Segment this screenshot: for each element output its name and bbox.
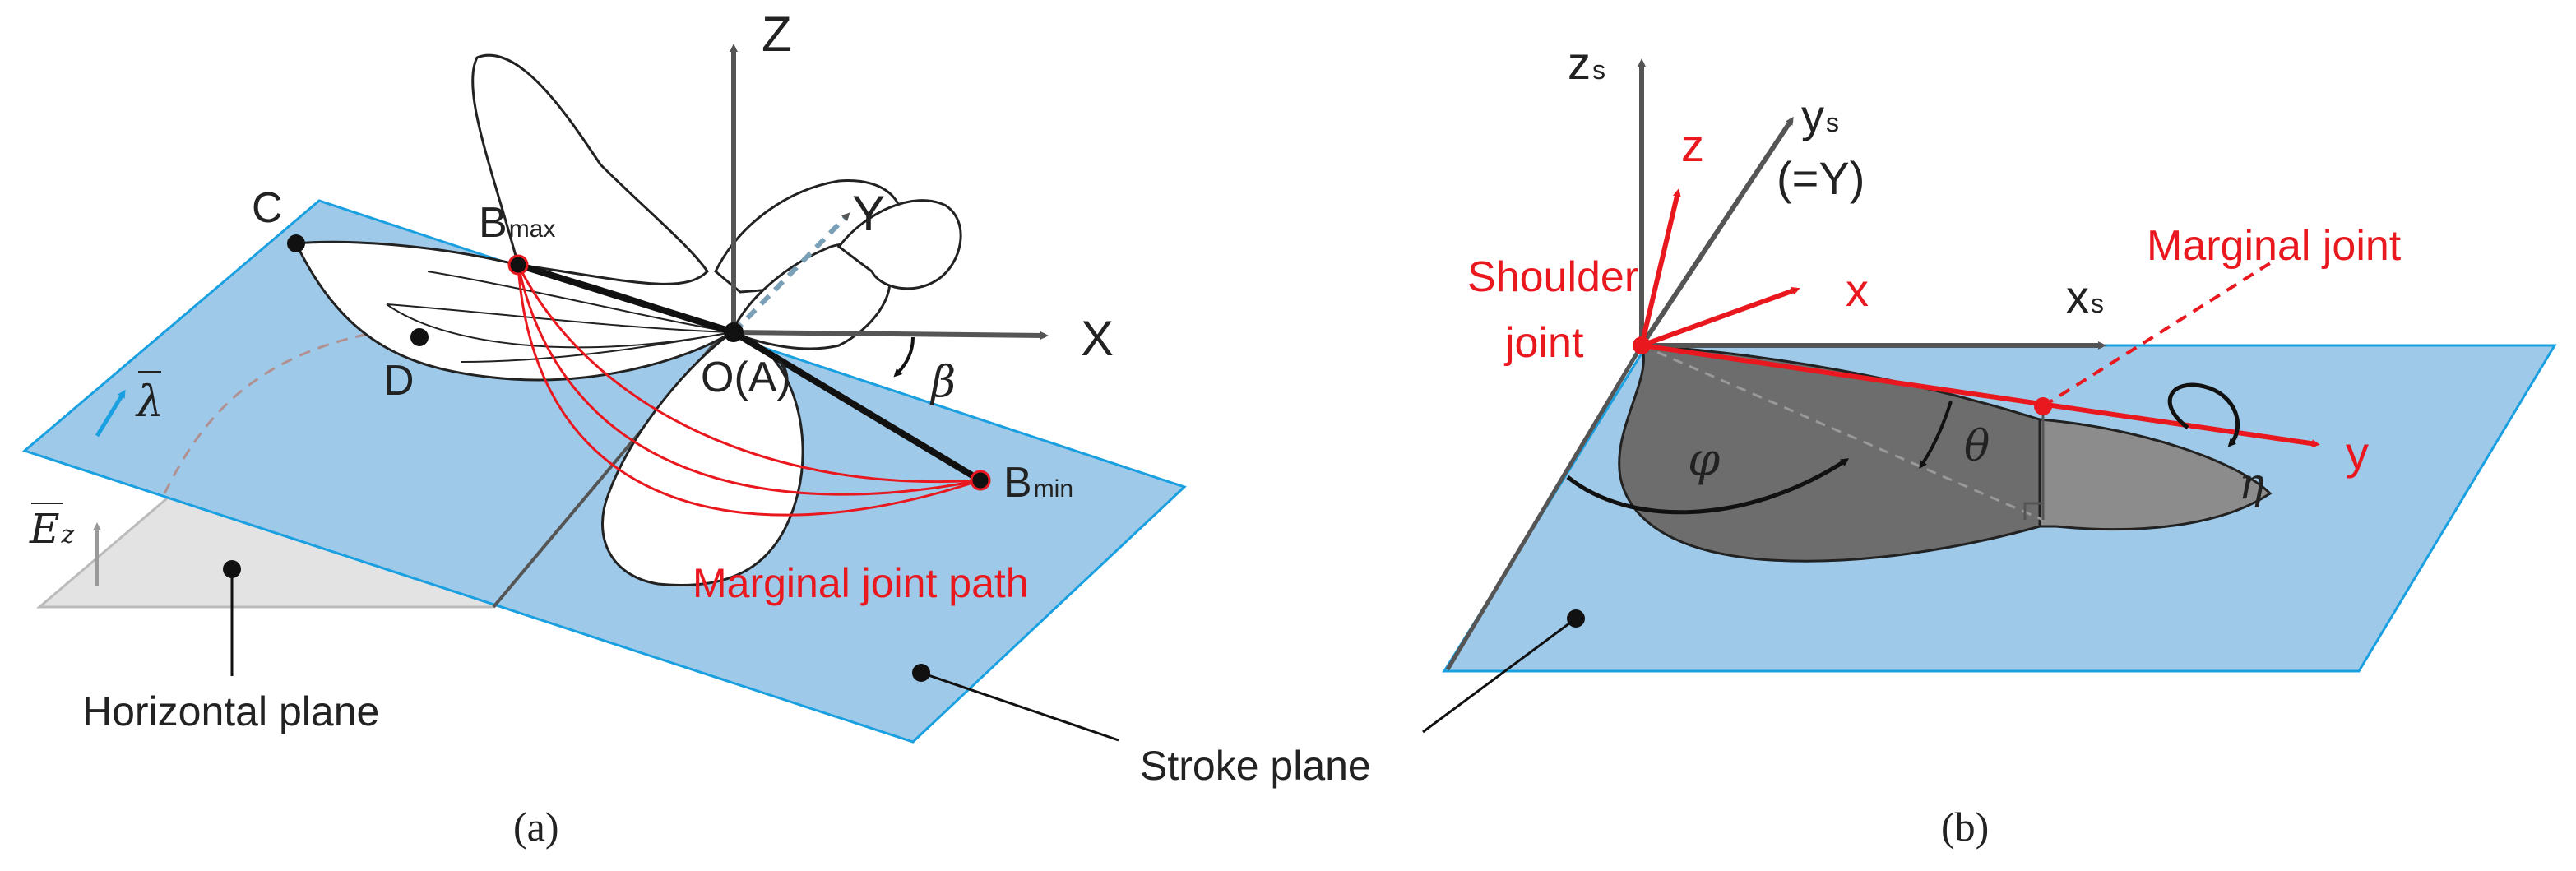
ys-label: ys: [1801, 90, 1839, 141]
insect-head-outline: [836, 199, 962, 290]
point-bmin-label: Bmin: [1003, 459, 1073, 507]
plane-left-edge: [1445, 344, 1644, 671]
bmax-line: [517, 262, 735, 336]
panel-a: Z Y X C D Bmax O(A) β Bmin λ Ez Marginal…: [21, 7, 1187, 850]
marginal-joint-path-curve-2: [517, 264, 981, 484]
upper-wing-outline: [471, 53, 709, 285]
theta-label: θ: [1964, 422, 1990, 471]
wing-veins: [386, 271, 733, 363]
beta-angle-arrow: [893, 336, 915, 378]
body-y-label: y: [2346, 427, 2369, 479]
horizontal-plane-label: Horizontal plane: [82, 688, 379, 734]
ys-equals-label: (=Y): [1777, 152, 1865, 204]
ez-label: Ez: [29, 505, 75, 553]
projection-dashed-line: [163, 329, 387, 494]
marginal-joint-label: Marginal joint: [2147, 222, 2402, 270]
point-bmax-dot: [507, 254, 529, 276]
marginal-joint-leader: [2041, 262, 2272, 408]
caption-a: (a): [513, 804, 559, 850]
wing-light-shape: [2038, 418, 2273, 531]
lower-wing-outline: [601, 331, 804, 586]
stroke-plane-label: Stroke plane: [1140, 743, 1371, 789]
eta-label: η: [2239, 460, 2264, 509]
stroke-plane-leader-a: [920, 671, 1119, 742]
phi-label: φ: [1688, 433, 1720, 487]
phi-angle-arrow: [1566, 458, 1850, 515]
lambda-arrow: [95, 389, 126, 438]
eta-rotation-arrow: [2167, 382, 2240, 447]
body-x-label: x: [1846, 264, 1869, 316]
point-d-dot: [410, 328, 429, 346]
x-axis-a: [733, 330, 1049, 340]
point-bmin-dot: [970, 470, 991, 491]
point-d-label: D: [383, 357, 415, 405]
origin-label: O(A): [701, 354, 791, 401]
point-c-dot: [287, 234, 305, 252]
shoulder-joint-label-line2: joint: [1503, 319, 1584, 367]
axis-x-label-a: X: [1081, 311, 1114, 366]
point-bmax-label: Bmax: [479, 199, 555, 247]
caption-b: (b): [1941, 804, 1989, 850]
zs-label: zs: [1568, 37, 1605, 89]
point-c-label: C: [252, 184, 283, 232]
marginal-joint-dot: [2034, 397, 2052, 415]
shoulder-joint-label-line1: Shoulder: [1467, 253, 1638, 301]
beta-label: β: [929, 358, 956, 407]
axis-z-label-a: Z: [762, 7, 792, 62]
y-axis-a: [731, 212, 850, 335]
body-z-label: z: [1681, 119, 1704, 171]
body-z-axis: [1639, 188, 1681, 346]
body-y-axis: [1641, 343, 2320, 448]
panel-b: zs ys (=Y) xs z x y Shoulder joint Margi…: [1422, 37, 2557, 850]
body-x-axis: [1640, 286, 1800, 348]
right-angle-mark: [2023, 502, 2043, 520]
shoulder-joint-dot: [1633, 336, 1651, 354]
hinge-dashed-line: [1641, 344, 2044, 521]
theta-angle-arrow: [1919, 401, 1953, 470]
marginal-joint-path-curve-3: [517, 264, 981, 517]
marginal-joint-path-curve-1: [517, 264, 981, 496]
xs-label: xs: [2066, 271, 2104, 322]
ys-axis: [1639, 116, 1794, 347]
origin-dot: [724, 322, 744, 342]
marginal-joint-path-label: Marginal joint path: [693, 560, 1029, 606]
lambda-label: λ: [135, 378, 164, 427]
stroke-plane-leader-b: [1422, 617, 1577, 734]
axis-y-label-a: Y: [852, 186, 885, 241]
bmin-line: [731, 329, 983, 484]
stroke-plane-shape-a: [21, 199, 1187, 744]
